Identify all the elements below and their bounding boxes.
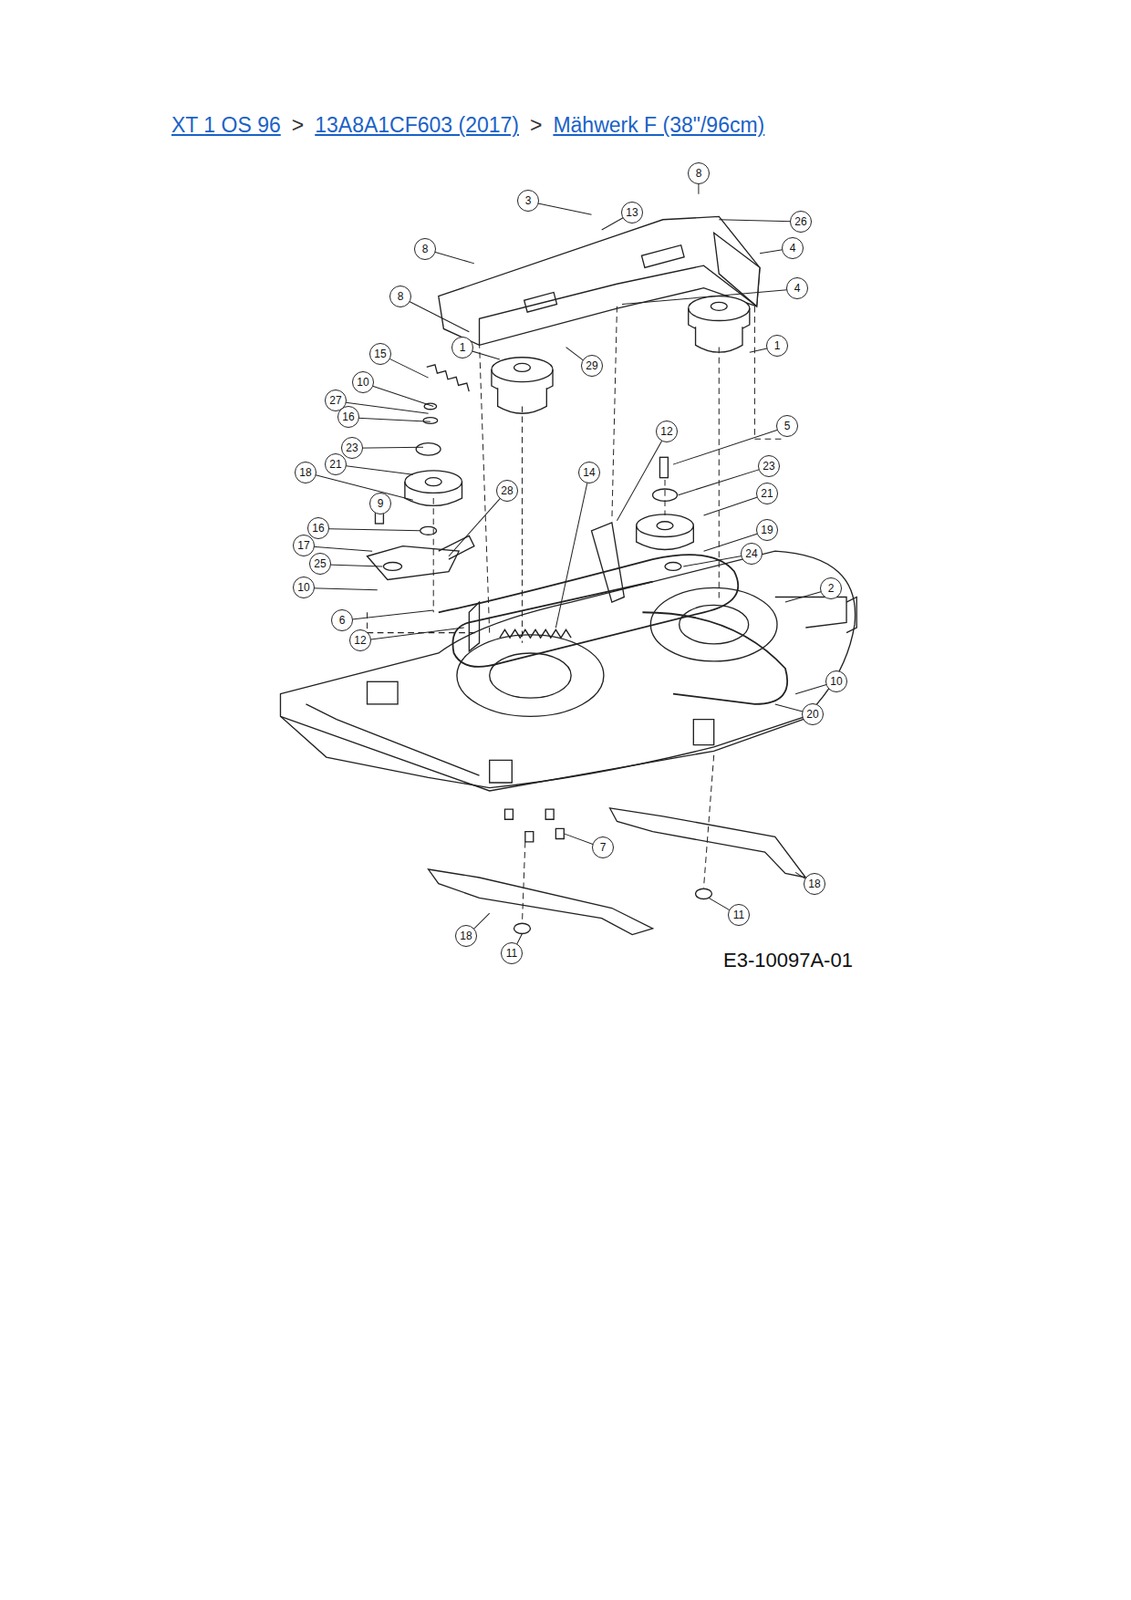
- callout-number: 8: [687, 162, 710, 185]
- callout-number: 19: [756, 518, 779, 541]
- callout-number: 9: [369, 492, 392, 515]
- callout-number: 18: [455, 924, 478, 947]
- callout-number: 11: [500, 942, 523, 965]
- callout-number: 23: [757, 455, 780, 478]
- breadcrumb-link: XT 1 OS 96: [171, 113, 281, 138]
- callout-number: 1: [451, 336, 474, 359]
- callout-number: 5: [776, 415, 799, 437]
- breadcrumb: XT 1 OS 96 >13A8A1CF603 (2017) > Mähwerk F …: [171, 113, 765, 138]
- callout-number: 10: [352, 371, 374, 394]
- callout-number: 8: [414, 238, 436, 260]
- callout-number: 20: [801, 703, 824, 726]
- callout-number: 14: [578, 461, 601, 484]
- callout-number: 6: [331, 609, 353, 632]
- drawing-code: E3-10097A-01: [723, 948, 853, 973]
- callout-number: 10: [292, 576, 315, 599]
- callout-number: 29: [581, 354, 603, 377]
- callout-number: 4: [786, 277, 809, 300]
- breadcrumb-separator: >: [291, 113, 304, 138]
- callout-number: 8: [389, 285, 412, 308]
- callout-number: 10: [825, 670, 848, 693]
- callout-number: 7: [591, 836, 614, 859]
- breadcrumb-link: 13A8A1CF603 (2017): [314, 113, 519, 138]
- callout-number: 23: [341, 436, 364, 459]
- callout-number: 17: [292, 534, 315, 557]
- callout-number: 25: [309, 552, 332, 575]
- callout-number: 18: [294, 461, 317, 484]
- callout-number: 12: [655, 420, 678, 443]
- breadcrumb-separator: >: [529, 113, 542, 138]
- callout-number: 1: [766, 334, 789, 357]
- callout-number: 28: [496, 479, 519, 502]
- callout-number: 13: [621, 201, 644, 224]
- callout-number: 4: [781, 237, 804, 260]
- callout-number: 2: [819, 577, 842, 600]
- callout-number: 21: [756, 482, 779, 505]
- callout-number: 15: [369, 342, 392, 365]
- callout-number: 21: [324, 453, 347, 476]
- callout-number: 16: [337, 405, 360, 428]
- callout-number: 12: [349, 629, 372, 652]
- callout-number: 24: [740, 542, 763, 565]
- callout-number: 18: [803, 872, 826, 895]
- callout-number: 11: [727, 903, 750, 926]
- callout-number: 16: [307, 517, 330, 540]
- breadcrumb-link: Mähwerk F (38"/96cm): [552, 113, 765, 138]
- callout-number: 26: [789, 210, 812, 233]
- callout-number: 3: [517, 189, 540, 212]
